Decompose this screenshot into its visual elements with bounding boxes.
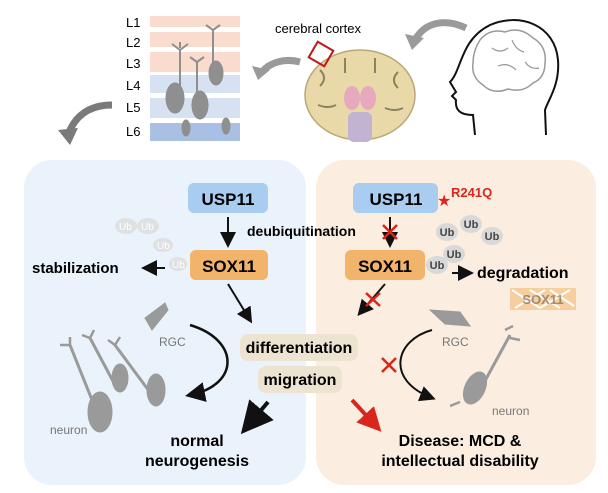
ub-tag: Ub [440, 227, 455, 239]
usp11-mutant-label: USP11 [370, 190, 423, 209]
human-head-icon [448, 19, 560, 136]
degraded-sox11-box [510, 288, 576, 310]
ub-tag: Ub [157, 241, 170, 252]
blocked-rgc-arrow [399, 329, 436, 402]
neuron-label: neuron [50, 423, 87, 437]
sox11-box [190, 250, 268, 280]
removed-ubiquitin-tags [115, 218, 187, 271]
arrow-head-icon [58, 128, 78, 145]
cortex-label: cerebral cortex [275, 21, 361, 36]
ub-tag: Ub [430, 260, 445, 272]
degraded-sox11-label: SOX11 [522, 292, 563, 307]
differentiation-box [240, 334, 358, 361]
sox11-disease-label: SOX11 [358, 257, 412, 276]
inhibition-x-icon [381, 357, 397, 373]
layer-label: L1 [126, 15, 140, 30]
degraded-pattern [511, 289, 575, 309]
layer-label: L4 [126, 78, 140, 93]
layer-label: L2 [126, 35, 140, 50]
deubiquitination-label: deubiquitination [247, 223, 356, 239]
neuron-label: neuron [492, 404, 529, 418]
cortex-layers-diagram: L1 L2 L3 L4 L5 L6 [126, 15, 240, 141]
layer-band-6 [150, 123, 240, 141]
usp11-mutant-box [353, 183, 438, 213]
disease-outcome-arrow [350, 398, 382, 432]
normal-outcome-line1: normal [170, 433, 223, 450]
normal-neurons [60, 302, 169, 433]
disease-outcome-line2: intellectual disability [381, 453, 538, 470]
stabilization-label: stabilization [32, 260, 119, 277]
curved-arrow-icon [411, 19, 468, 42]
disease-neurons [428, 309, 521, 408]
inhibition-x-icon [382, 224, 398, 240]
differentiation-label: differentiation [246, 340, 353, 357]
ub-tag: Ub [464, 219, 479, 231]
layer-label: L6 [126, 124, 140, 139]
ub-tag: Ub [119, 222, 132, 233]
rgc-label: RGC [442, 335, 469, 349]
usp11-label: USP11 [202, 190, 255, 209]
ub-tag: Ub [485, 231, 500, 243]
mutation-label: R241Q [451, 185, 492, 200]
rgc-to-neuron-arrow [185, 323, 229, 402]
ub-tag: Ub [447, 249, 462, 261]
sox11-to-differentiation-arrow [227, 283, 253, 324]
inhibition-x-icon [365, 292, 381, 307]
ub-tag: Ub [141, 222, 154, 233]
layer-band-4 [150, 75, 240, 93]
migration-label: migration [264, 372, 337, 389]
normal-outcome-arrow [240, 399, 274, 435]
highlight-box [307, 40, 335, 68]
pyramidal-neuron-icons [165, 24, 231, 137]
arrow-head-icon [252, 66, 270, 80]
sox11-label: SOX11 [202, 257, 256, 276]
layer-label: L5 [126, 100, 140, 115]
layer-band-1 [150, 16, 240, 27]
migration-box [258, 366, 342, 393]
layer-label: L3 [126, 56, 140, 71]
rgc-label: RGC [159, 335, 186, 349]
degradation-label: degradation [477, 265, 569, 282]
usp11-box [188, 183, 268, 213]
mutation-star-icon: ★ [437, 193, 451, 210]
ubiquitin-chain [426, 215, 503, 274]
normal-outcome-line2: neurogenesis [145, 453, 249, 470]
sox11-disease-box [345, 250, 425, 280]
arrow-head-icon [405, 34, 424, 50]
layer-band-2 [150, 32, 240, 47]
layer-band-3 [150, 52, 240, 72]
coronal-brain-section [304, 40, 416, 142]
ub-tag: Ub [172, 260, 185, 271]
disease-outcome-line1: Disease: MCD & [399, 433, 522, 450]
